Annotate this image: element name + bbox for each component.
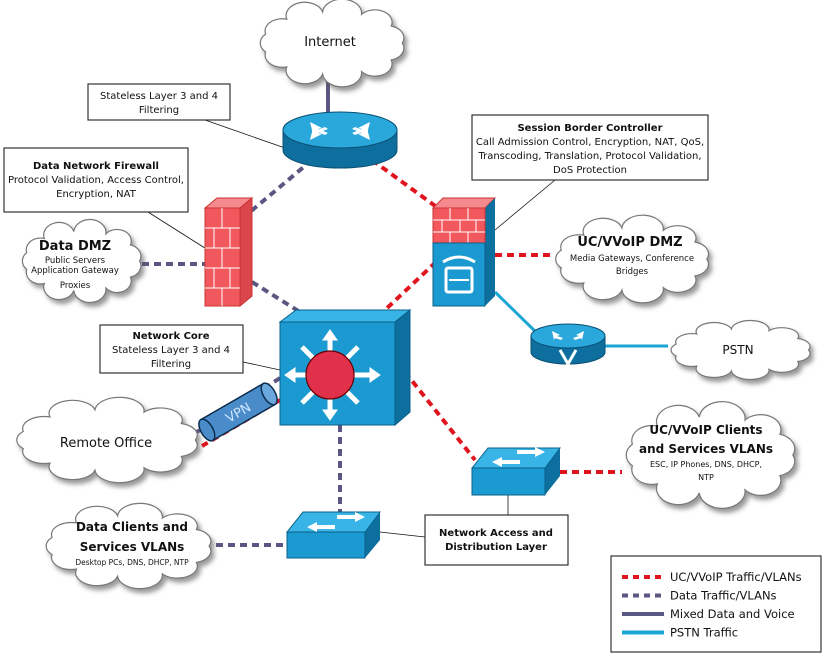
cloud-text: Application Gateway [31,266,119,276]
access-switch-right [470,447,561,496]
voice-v-icon [558,349,578,368]
cloud-text: ESC, IP Phones, DNS, DHCP, [650,460,762,469]
phone-icon [442,255,476,294]
cloud-text: Desktop PCs, DNS, DHCP, NTP [75,558,189,567]
callout-title: Session Border Controller [517,123,662,134]
core-circle [305,350,355,400]
cloud-text: Bridges [616,267,649,277]
legend-label: Data Traffic/VLANs [670,589,777,603]
legend-item: PSTN Traffic [622,626,738,640]
switch-arrows-icon [307,512,365,532]
uc-clients-cloud [625,401,796,509]
callout-title: Data Network Firewall [33,161,159,172]
cloud-labels: Internet Data DMZ Public Servers Applica… [31,35,773,567]
legend-label: UC/VVoIP Traffic/VLANs [670,570,802,584]
cloud-text: NTP [698,473,714,482]
session-border-controller [431,197,497,307]
link-firewall-core [250,280,302,314]
callout-firewall: Data Network Firewall Protocol Validatio… [3,147,189,213]
switch-arrows-icon [492,447,545,467]
callout-text: DoS Protection [553,165,627,176]
callout-text: Stateless Layer 3 and 4 [100,91,218,102]
link-core-access-switch [403,370,477,462]
link-sbc-pstn-router [493,290,542,338]
callout-text: Stateless Layer 3 and 4 [112,345,230,356]
link-sbc-core [383,260,438,312]
access-switch-bottom [285,511,381,559]
uc-clients-title: UC/VVoIP Clients [649,423,762,437]
cloud-text: Proxies [60,281,91,291]
callout-text: Transcoding, Translation, Protocol Valid… [477,151,701,162]
data-dmz-cloud [21,218,142,304]
internet-cloud [259,0,405,88]
callout-text: Encryption, NAT [56,189,137,200]
vpn-tunnel: VPN [198,382,278,442]
legend-label: Mixed Data and Voice [670,607,795,621]
cloud-text: Media Gateways, Conference [570,254,694,264]
uc-dmz-title: UC/VVoIP DMZ [577,235,682,250]
callout-leaders [147,119,556,538]
callout-text: Network Access and [439,528,553,539]
data-clients-cloud [45,502,212,590]
data-clients-title: Services VLANs [80,540,185,554]
callout-text: Call Admission Control, Encryption, NAT,… [476,137,704,148]
clouds [16,0,811,590]
callout-sbc: Session Border Controller Call Admission… [471,114,709,181]
data-dmz-title: Data DMZ [39,239,111,254]
cloud-text: Public Servers [45,256,106,266]
data-clients-title: Data Clients and [76,520,188,534]
legend-item: Mixed Data and Voice [622,607,795,621]
router-arrows-icon [310,122,370,140]
legend-item: UC/VVoIP Traffic/VLANs [622,570,802,584]
remote-office-cloud [16,396,198,484]
core-switch [278,308,412,427]
uc-dmz-cloud [555,214,710,304]
uc-clients-title: and Services VLANs [639,442,773,456]
internet-label: Internet [304,35,356,50]
link-router-firewall [248,158,314,214]
callout-core: Network Core Stateless Layer 3 and 4 Fil… [99,324,244,374]
callout-text: Distribution Layer [445,542,547,553]
pstn-label: PSTN [722,343,753,357]
callout-title: Network Core [132,331,209,342]
callout-edge-router: Stateless Layer 3 and 4 Filtering [87,83,231,121]
callout-text: Protocol Validation, Access Control, [8,175,184,186]
pstn-cloud [670,319,811,381]
pstn-voice-router [530,323,606,368]
legend-label: PSTN Traffic [670,626,738,640]
callout-access: Network Access and Distribution Layer [424,514,569,566]
link-router-sbc [370,158,440,210]
edge-router [282,111,398,169]
remote-office-label: Remote Office [60,436,152,451]
data-firewall [203,196,254,308]
callout-text: Filtering [151,359,191,370]
callout-text: Filtering [139,105,179,116]
legend-item: Data Traffic/VLANs [622,589,777,603]
